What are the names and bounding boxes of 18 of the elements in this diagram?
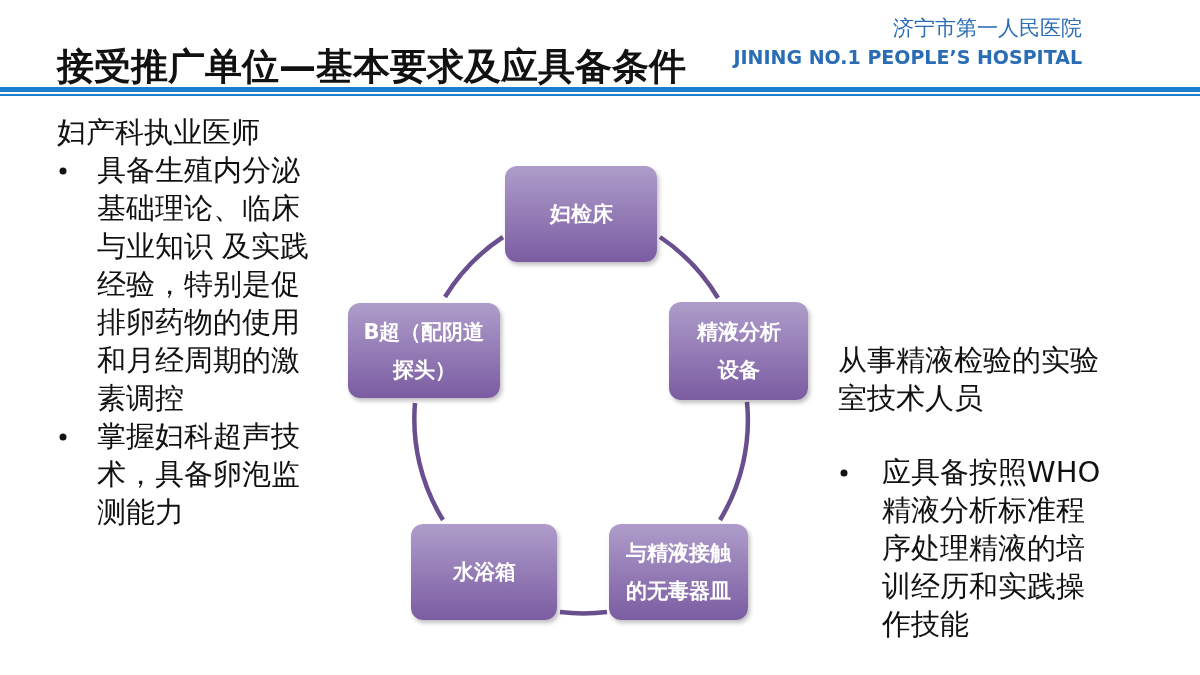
- hospital-name: 济宁市第一人民医院: [893, 15, 1082, 42]
- bullet-text: 具备生殖内分泌基础理论、临床与业知识 及实践经验，特别是促排卵药物的使用和月经周期的激素调控: [97, 152, 311, 417]
- equipment-box: 水浴箱: [411, 524, 557, 620]
- equipment-box: 妇检床: [505, 166, 657, 262]
- connector-arc: [412, 402, 445, 522]
- connector-arc: [658, 235, 720, 300]
- connector-arc: [443, 235, 505, 299]
- bullet-text: 掌握妇科超声技术，具备卵泡监测能力: [97, 418, 301, 531]
- requirement-heading: 妇产科执业医师: [57, 114, 261, 151]
- slide-title: 接受推广单位—基本要求及应具备条件: [57, 44, 686, 90]
- equipment-box: 与精液接触的无毒器皿: [609, 524, 748, 620]
- connector-arc: [559, 609, 608, 616]
- requirement-heading: 从事精液检验的实验室技术人员: [838, 342, 1100, 417]
- equipment-box: B超（配阴道探头）: [348, 303, 500, 398]
- hospital-name: JINING NO.1 PEOPLE’S HOSPITAL: [733, 45, 1082, 70]
- equipment-box: 精液分析设备: [669, 302, 808, 400]
- connector-arc: [718, 401, 750, 522]
- bullet-text: 应具备按照WHO精液分析标准程序处理精液的培训经历和实践操作技能: [882, 454, 1102, 643]
